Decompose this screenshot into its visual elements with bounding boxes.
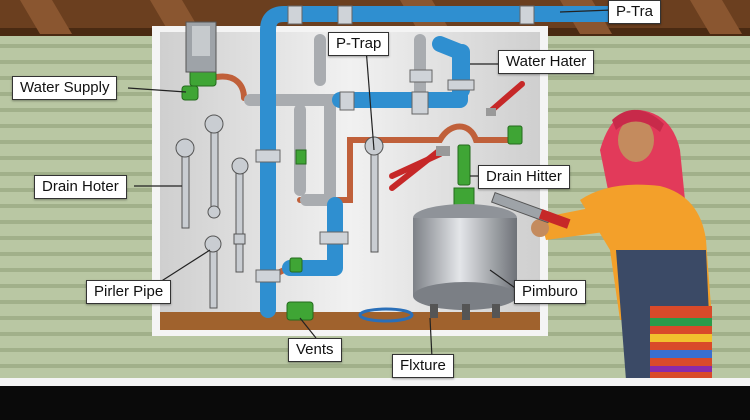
label-drain-hoter: Drain Hoter: [34, 175, 127, 199]
water-heater-tank: [413, 187, 517, 320]
wrench-icon: [175, 138, 195, 229]
label-water-supply: Water Supply: [12, 76, 118, 100]
label-pirler-pipe: Pirler Pipe: [86, 280, 172, 304]
pliers-icon: [389, 146, 450, 191]
cavity-floor: [160, 312, 540, 330]
label-flxture: Flxture: [392, 354, 454, 378]
coiled-hose: [358, 307, 414, 323]
pipe-wrench-icon: [490, 192, 571, 229]
label-vents: Vents: [288, 338, 342, 362]
hanging-wrenches: [175, 114, 384, 309]
wrench-icon: [231, 157, 249, 273]
label-drain-hitter: Drain Hitter: [478, 165, 570, 189]
label-p-tra: P-Tra: [608, 0, 661, 24]
bottom-ground: [0, 386, 750, 420]
supply-valve-icon: [185, 21, 217, 73]
label-p-trap: P-Trap: [328, 32, 390, 56]
callout-leader-lines: [127, 9, 613, 359]
pipe-fittings: [255, 5, 535, 283]
wrench-icon: [204, 114, 224, 219]
wrench-icon: [204, 235, 222, 309]
red-tool-icon: [486, 81, 525, 116]
bottom-ledge: [0, 378, 750, 386]
green-fittings: [181, 69, 523, 321]
label-pimburo: Pimburo: [514, 280, 586, 304]
label-water-hater: Water Hater: [498, 50, 595, 74]
